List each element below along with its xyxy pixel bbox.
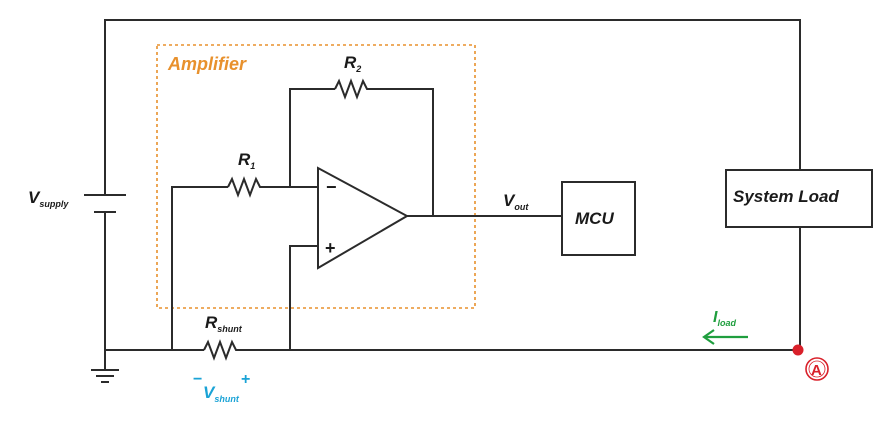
iload-arrow-icon <box>702 329 748 345</box>
vsupply-label: Vsupply <box>28 188 69 209</box>
ammeter-node-dot <box>792 344 804 356</box>
rshunt-label: Rshunt <box>205 313 243 334</box>
battery-symbol <box>84 194 126 213</box>
vshunt-plus-sign: + <box>241 371 250 388</box>
opamp-plus-sign: + <box>325 238 336 258</box>
amplifier-wires <box>171 88 562 350</box>
r1-label: R1 <box>238 150 255 171</box>
amplifier-boundary <box>156 44 476 309</box>
vshunt-label: Vshunt <box>203 383 240 404</box>
vout-label: Vout <box>503 191 529 212</box>
opamp-triangle <box>317 166 410 270</box>
r2-label: R2 <box>344 53 361 74</box>
iload-label: Iload <box>713 309 736 328</box>
ground-symbol <box>91 369 119 383</box>
opamp-minus-sign: − <box>326 177 337 197</box>
mcu-block <box>561 181 636 256</box>
resistor-rshunt-symbol <box>203 339 240 361</box>
amplifier-label: Amplifier <box>167 54 247 74</box>
ammeter-badge-letter: A <box>811 362 822 379</box>
system-load-block <box>725 169 873 228</box>
system-load-label: System Load <box>733 187 839 206</box>
resistor-r2-symbol <box>334 78 371 100</box>
outer-circuit-wires <box>104 19 801 370</box>
vshunt-minus-sign: − <box>193 371 202 388</box>
resistor-r1-symbol <box>227 176 264 198</box>
ammeter-badge-icon: A <box>805 357 829 381</box>
mcu-label: MCU <box>575 209 614 228</box>
